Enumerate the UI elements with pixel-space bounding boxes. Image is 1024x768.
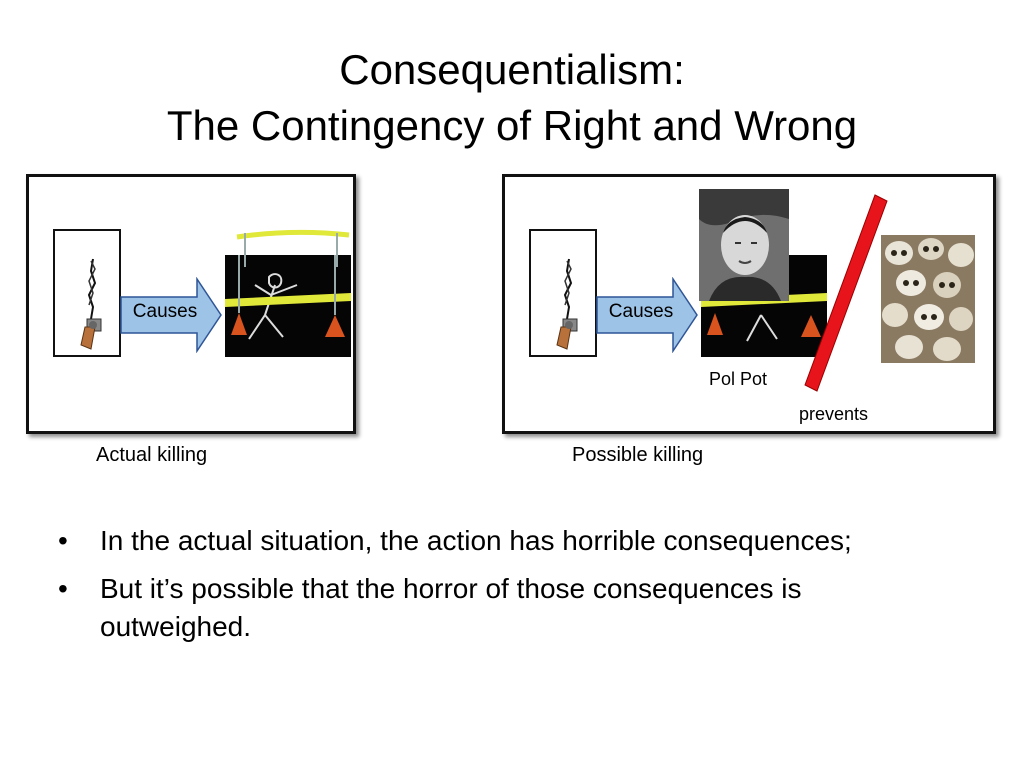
possible-killing-caption: Possible killing <box>572 444 704 466</box>
causes-arrow-2 <box>596 277 698 353</box>
pol-pot-label: Pol Pot <box>709 369 768 389</box>
red-prevent-bar <box>804 194 888 392</box>
gun-box-2 <box>529 229 597 357</box>
crime-scene-image <box>225 255 351 357</box>
skulls-image <box>881 235 975 363</box>
portrait-icon <box>699 189 789 301</box>
title-line-2: The Contingency of Right and Wrong <box>166 102 858 149</box>
gun-box <box>53 229 121 357</box>
crime-scene-icon <box>225 255 351 340</box>
police-tape-top <box>236 229 350 267</box>
title-line-1: Consequentialism: <box>339 46 685 93</box>
possible-killing-panel: Causes <box>502 174 996 434</box>
revolver-icon <box>556 258 578 350</box>
causes-arrow <box>120 277 222 353</box>
bullet-text: But it’s possible that the horror of tho… <box>100 573 802 642</box>
actual-killing-panel: Causes <box>26 174 356 434</box>
slide-title: Consequentialism: The Contingency of Rig… <box>0 42 1024 154</box>
bullet-marker: • <box>58 525 68 556</box>
bullet-text: In the actual situation, the action has … <box>100 525 852 556</box>
causes-label-2: Causes <box>608 301 674 322</box>
bullet-list: • In the actual situation, the action ha… <box>58 522 958 656</box>
bullet-item-2: • But it’s possible that the horror of t… <box>58 570 958 646</box>
skulls-icon <box>881 235 975 363</box>
prevents-label: prevents <box>799 404 869 424</box>
bullet-marker: • <box>58 573 68 604</box>
bullet-item-1: • In the actual situation, the action ha… <box>58 522 958 560</box>
actual-killing-caption: Actual killing <box>96 444 208 466</box>
causes-label: Causes <box>132 301 198 322</box>
revolver-icon <box>80 258 102 350</box>
pol-pot-portrait <box>699 189 789 301</box>
